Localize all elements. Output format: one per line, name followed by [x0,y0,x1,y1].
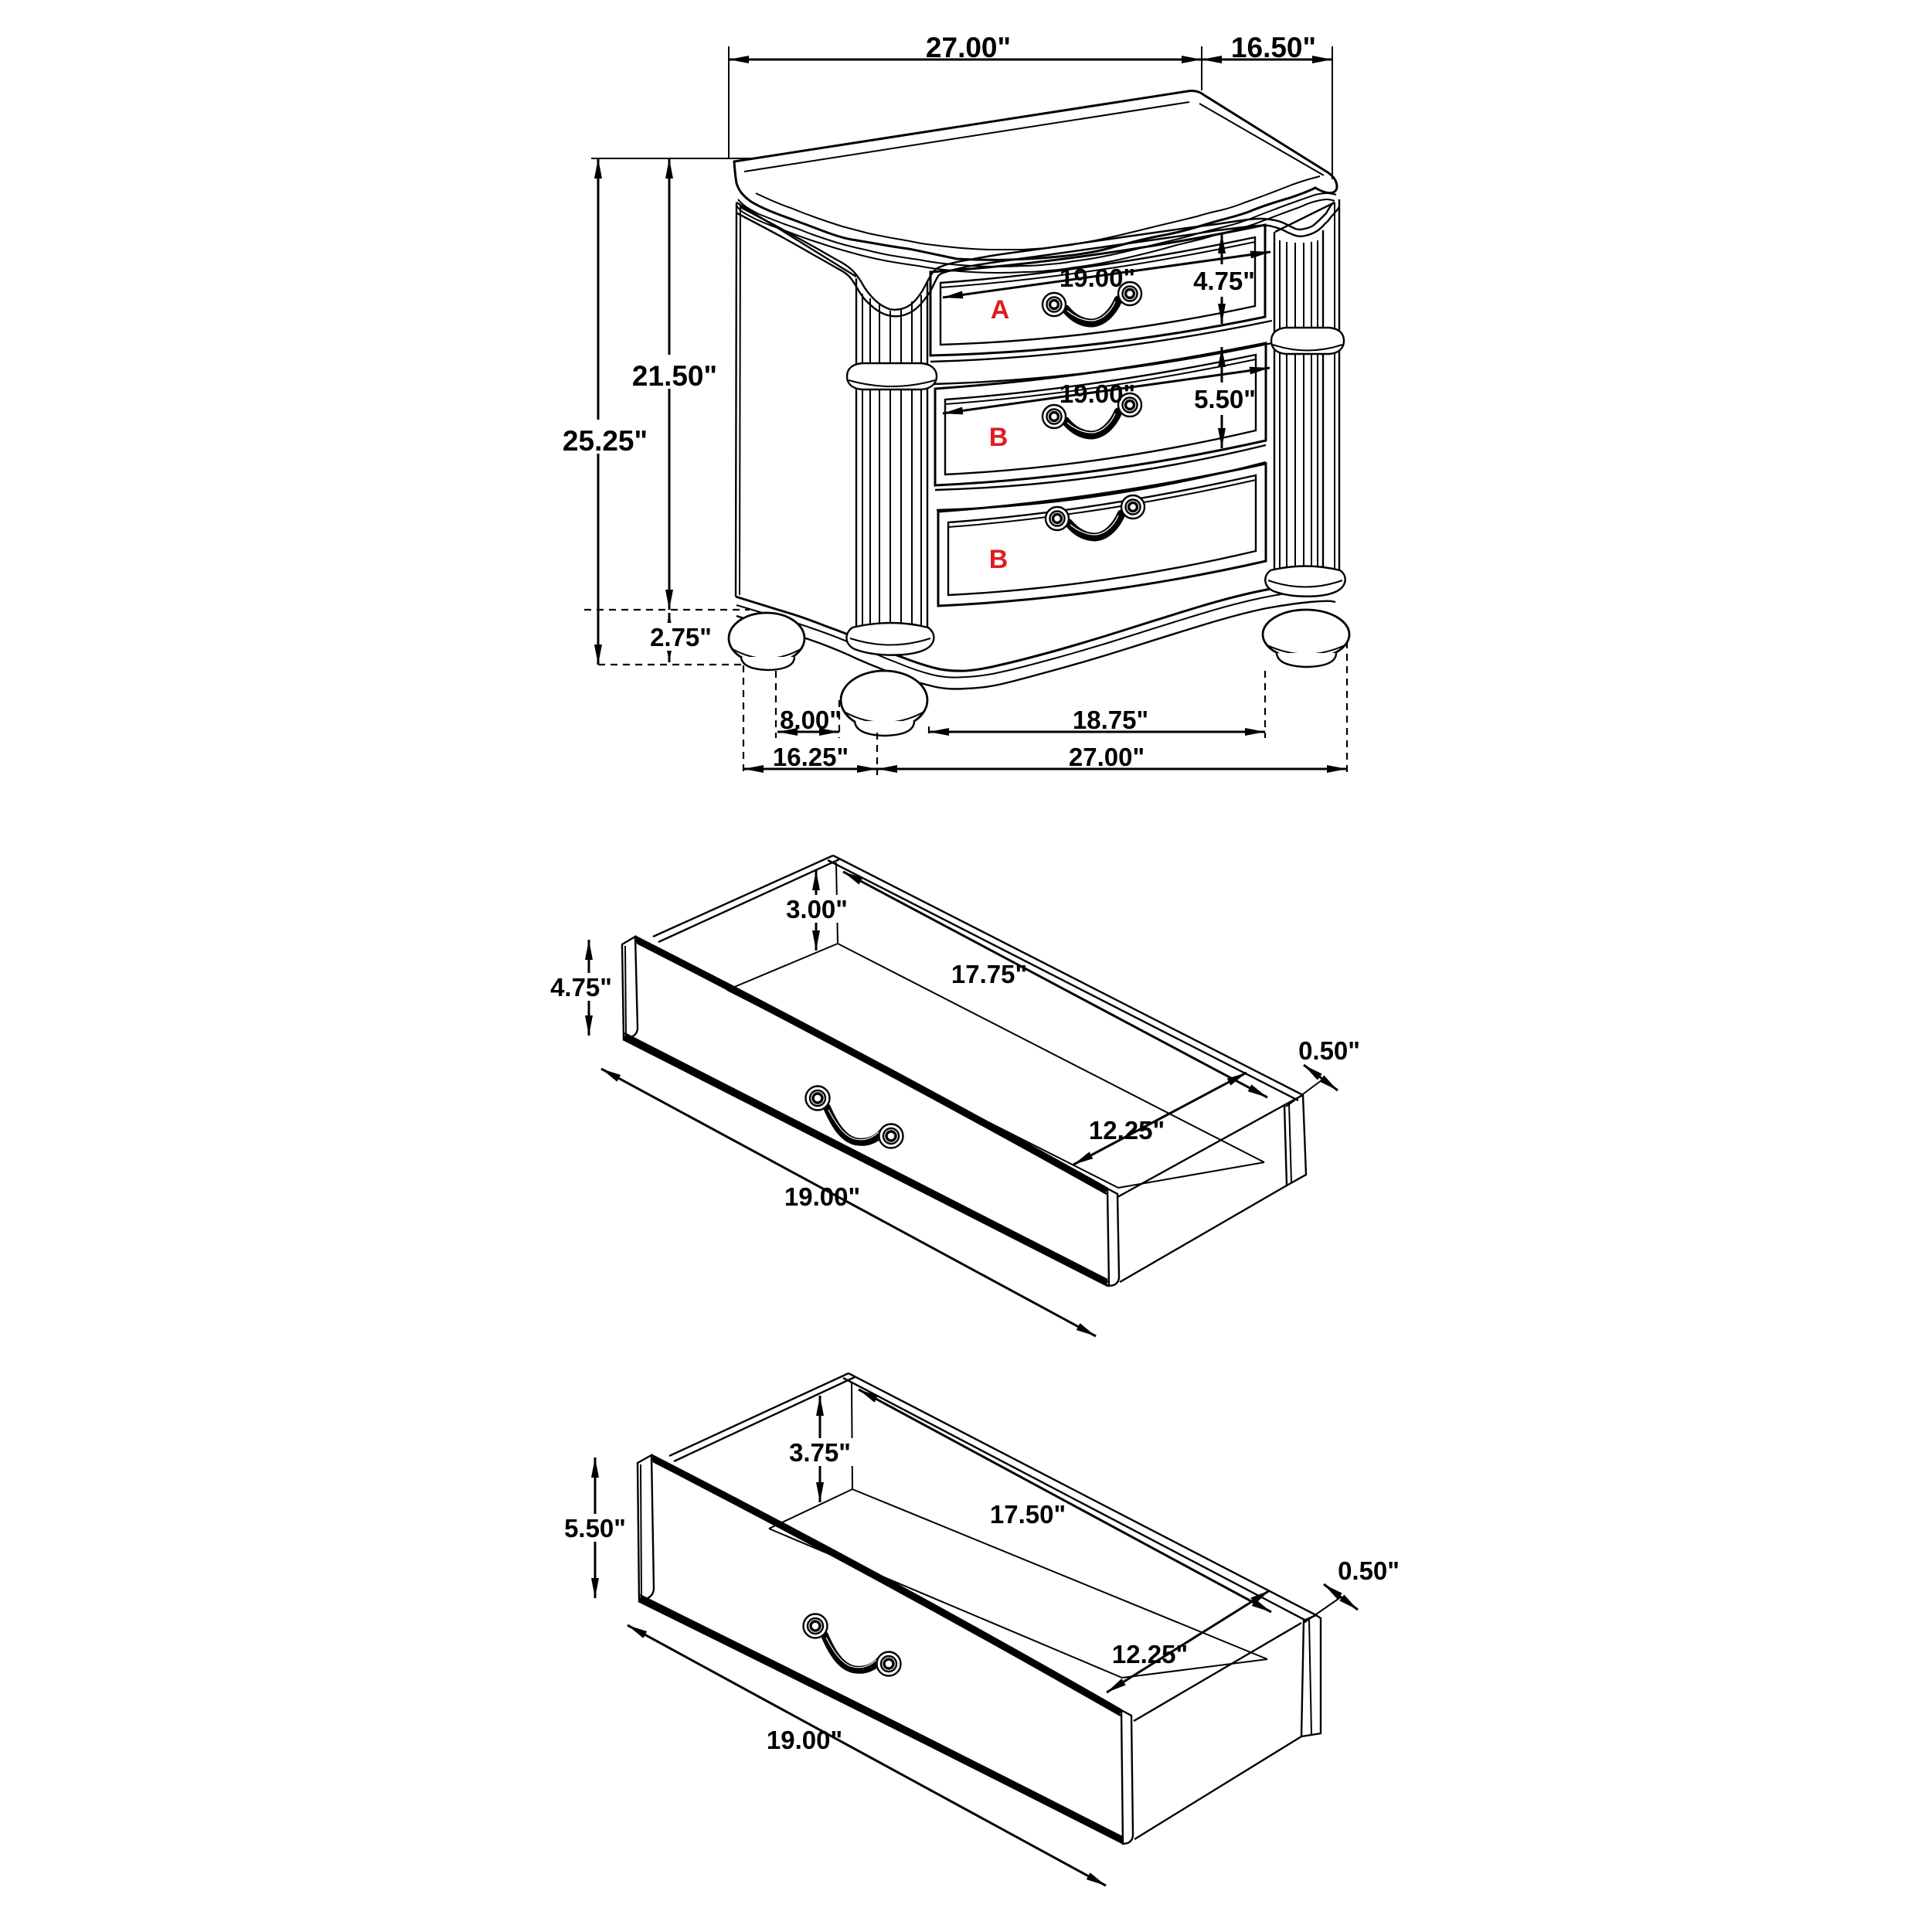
svg-text:0.50": 0.50" [1338,1556,1400,1585]
svg-text:19.00": 19.00" [784,1182,860,1211]
svg-text:27.00": 27.00" [926,32,1011,63]
svg-text:5.50": 5.50" [564,1514,626,1543]
svg-text:0.50": 0.50" [1298,1036,1360,1065]
svg-text:8.00": 8.00" [780,706,842,734]
svg-text:17.75": 17.75" [951,960,1027,988]
svg-text:21.50": 21.50" [632,360,717,392]
svg-text:4.75": 4.75" [550,973,612,1002]
svg-text:A: A [991,295,1010,325]
svg-text:B: B [989,423,1009,452]
svg-text:3.00": 3.00" [786,895,848,923]
svg-text:16.50": 16.50" [1231,32,1316,63]
svg-text:19.00": 19.00" [1060,264,1135,292]
svg-text:25.25": 25.25" [563,425,648,457]
svg-text:5.50": 5.50" [1194,385,1256,413]
svg-text:3.75": 3.75" [789,1438,851,1467]
svg-text:27.00": 27.00" [1069,743,1145,771]
svg-text:2.75": 2.75" [650,623,712,651]
svg-text:17.50": 17.50" [990,1500,1066,1529]
svg-text:12.25": 12.25" [1112,1640,1188,1668]
svg-text:16.25": 16.25" [773,743,849,771]
svg-text:19.00": 19.00" [1060,379,1135,408]
svg-text:19.00": 19.00" [767,1726,842,1754]
svg-text:B: B [989,545,1009,574]
svg-text:18.75": 18.75" [1073,706,1148,734]
svg-text:12.25": 12.25" [1089,1116,1165,1145]
svg-text:4.75": 4.75" [1193,267,1255,295]
